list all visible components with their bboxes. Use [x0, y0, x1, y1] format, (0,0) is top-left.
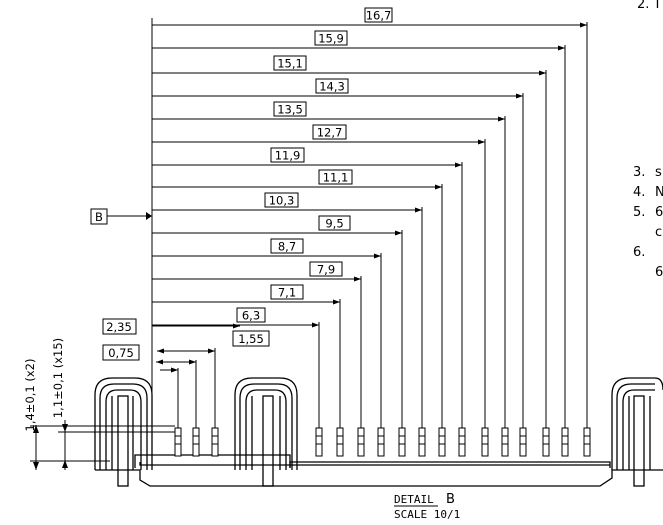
dimension-label: 11,9 — [275, 149, 301, 163]
note-6-continued: 6 — [655, 265, 663, 280]
dimension-box — [273, 101, 307, 117]
dimension-box — [273, 55, 307, 71]
dimension-box — [270, 284, 304, 300]
dimension-label: 16,7 — [366, 9, 392, 23]
contact-pin — [211, 427, 219, 457]
contact-pin — [438, 427, 446, 457]
connector-body — [94, 377, 663, 487]
dimension-10-3: 10,3 — [152, 192, 423, 430]
detail-title: DETAIL — [394, 493, 434, 506]
vdim-label-right: 1,1±0,1 (x15) — [51, 338, 65, 418]
dimension-box — [318, 215, 351, 231]
dimension-11-9: 11,9 — [152, 147, 463, 430]
small-dimension-1-55: 1,55 — [157, 330, 270, 440]
dimension-7-1: 7,1 — [152, 284, 341, 430]
dim-label-1-55: 1,55 — [238, 332, 264, 346]
dimension-label: 13,5 — [277, 103, 303, 117]
dimension-box — [315, 78, 349, 94]
dimension-11-1: 11,1 — [152, 169, 443, 430]
dimension-box — [314, 30, 348, 46]
datum-b-label: B — [95, 210, 103, 224]
dimension-label: 11,1 — [323, 171, 349, 185]
dimension-box — [364, 7, 393, 23]
detail-letter: B — [446, 492, 455, 507]
contact-pin — [481, 427, 489, 457]
dimension-box — [309, 261, 343, 277]
dim-label-2-35: 2,35 — [106, 320, 132, 334]
vertical-dimension-right: 1,1±0,1 (x15) — [51, 338, 175, 470]
dimension-label: 7,1 — [278, 286, 296, 300]
dimension-16-7: 16,7 — [152, 7, 588, 430]
note-5-number: 5. — [633, 205, 645, 220]
dimension-label: 14,3 — [319, 80, 345, 94]
small-dimension-2-35: 2,35 — [102, 318, 240, 335]
contact-pin — [418, 427, 426, 457]
datum-b-flag: B — [90, 208, 152, 225]
contact-pin — [398, 427, 406, 457]
dimension-label: 6,3 — [242, 309, 260, 323]
note-5-text: 6 — [655, 205, 663, 220]
dimension-15-1: 15,1 — [152, 55, 547, 430]
dimension-label: 15,9 — [318, 32, 344, 46]
note-4-number: 4. — [633, 185, 645, 200]
contact-pin — [174, 427, 182, 457]
dimension-14-3: 14,3 — [152, 78, 524, 430]
dimension-7-9: 7,9 — [152, 261, 362, 430]
note-4-text: N — [655, 185, 663, 200]
contact-pin — [377, 427, 385, 457]
contact-pin — [501, 427, 509, 457]
small-dimension-0-75: 0,75 — [102, 344, 197, 440]
dim-label-0-75: 0,75 — [108, 346, 134, 360]
dimension-box — [236, 307, 266, 323]
contact-pin — [336, 427, 344, 457]
detail-scale: SCALE 10/1 — [394, 508, 460, 521]
dimension-12-7: 12,7 — [152, 124, 486, 430]
contact-pin — [192, 427, 200, 457]
contact-pins — [174, 427, 591, 457]
dimension-label: 10,3 — [269, 194, 295, 208]
dimension-box — [264, 192, 299, 208]
dimension-label: 9,5 — [325, 217, 343, 231]
notes-column: 2. T 3. s 4. N 5. 6 c 6. 6 — [633, 0, 663, 280]
dimension-label: 12,7 — [317, 126, 343, 140]
detail-label: DETAIL B SCALE 10/1 — [394, 492, 460, 521]
dimension-9-5: 9,5 — [152, 215, 403, 430]
note-6-number: 6. — [633, 245, 645, 260]
dimension-13-5: 13,5 — [152, 101, 506, 430]
horizontal-dimension-group: 16,7 15,9 15,1 14,3 13,5 12,7 11,9 11,1 10,3 9,5 8… — [152, 7, 588, 430]
dimension-15-9: 15,9 — [152, 30, 566, 430]
note-3-number: 3. — [633, 165, 645, 180]
contact-pin — [561, 427, 569, 457]
dimension-label: 8,7 — [278, 240, 296, 254]
dimension-6-3: 6,3 — [152, 307, 320, 430]
dimension-8-7: 8,7 — [152, 238, 382, 430]
note-5-continued: c — [655, 225, 662, 240]
contact-pin — [583, 427, 591, 457]
dimension-box — [318, 169, 353, 185]
vdim-label-left: 1,4±0,1 (x2) — [23, 359, 37, 432]
vertical-dimension-left: 1,4±0,1 (x2) — [23, 359, 175, 470]
dimension-box — [312, 124, 347, 140]
contact-pin — [542, 427, 550, 457]
dimension-label: 7,9 — [317, 263, 335, 277]
contact-pin — [357, 427, 365, 457]
dimension-label: 15,1 — [277, 57, 303, 71]
dimension-box — [270, 147, 305, 163]
contact-pin — [458, 427, 466, 457]
contact-pin — [519, 427, 527, 457]
dimension-box — [270, 238, 304, 254]
note-3-text: s — [655, 165, 662, 180]
contact-pin — [315, 427, 323, 457]
note-2-partial: 2. T — [637, 0, 662, 12]
